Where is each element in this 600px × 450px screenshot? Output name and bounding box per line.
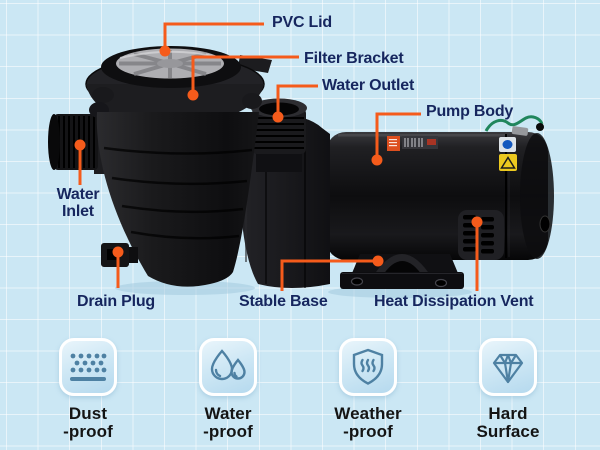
feature-label-line1: Weather xyxy=(334,404,402,423)
leader-water-outlet xyxy=(276,84,318,117)
feature-label-line2: -proof xyxy=(203,422,253,442)
diamond-icon xyxy=(492,353,524,384)
strainer-pot xyxy=(96,112,259,287)
feature-label-line1: Water xyxy=(204,404,252,423)
feature-water-proof: Water -proof xyxy=(178,338,278,441)
feature-dust-proof: Dust -proof xyxy=(38,338,138,441)
leader-dots xyxy=(74,45,483,267)
feature-badges-row: Dust -proof Water -proof xyxy=(0,338,600,448)
callout-water-inlet-line2: Inlet xyxy=(62,202,94,220)
water-outlet-port xyxy=(251,98,307,172)
feature-label-line2: Surface xyxy=(476,422,540,442)
pvc-lid-part xyxy=(101,46,241,88)
callout-water-outlet: Water Outlet xyxy=(322,77,415,94)
motor-body xyxy=(326,115,554,260)
feature-hard-surface: Hard Surface xyxy=(458,338,558,441)
shield-icon xyxy=(352,348,384,385)
feature-card xyxy=(199,338,257,396)
feature-card xyxy=(339,338,397,396)
feature-weather-proof: Weather -proof xyxy=(318,338,418,441)
leader-lines xyxy=(78,22,479,291)
feature-label: Weather -proof xyxy=(318,404,418,442)
callout-drain-plug: Drain Plug xyxy=(77,293,156,310)
feature-card xyxy=(59,338,117,396)
feature-label-line2: -proof xyxy=(63,422,113,442)
stable-base-bracket xyxy=(340,254,464,289)
feature-label: Dust -proof xyxy=(38,404,138,442)
callout-pump-body: Pump Body xyxy=(426,103,514,120)
leader-pvc-lid xyxy=(163,22,264,51)
leader-filter-bracket xyxy=(191,55,299,95)
callout-heat-dissipation-vent: Heat Dissipation Vent xyxy=(374,293,534,310)
motor-label-sticker xyxy=(387,136,438,151)
callout-pvc-lid: PVC Lid xyxy=(272,14,332,31)
callout-water-inlet-line1: Water xyxy=(56,186,100,203)
power-wire xyxy=(484,115,544,136)
warning-stickers xyxy=(499,137,517,171)
feature-label-line2: -proof xyxy=(343,422,393,442)
feature-label-line1: Hard xyxy=(488,404,528,423)
feature-label: Hard Surface xyxy=(458,404,558,442)
pump-illustration xyxy=(48,22,554,298)
feature-card xyxy=(479,338,537,396)
dust-dots-icon xyxy=(70,353,107,381)
callout-water-inlet: Water Inlet xyxy=(40,186,116,221)
leader-stable-base xyxy=(280,259,378,291)
heat-vents xyxy=(458,210,504,260)
leader-pump-body xyxy=(375,112,421,160)
water-drops-icon xyxy=(210,349,246,381)
feature-label-line1: Dust xyxy=(68,404,108,423)
callout-stable-base: Stable Base xyxy=(239,293,328,310)
callout-filter-bracket: Filter Bracket xyxy=(304,50,404,67)
feature-label: Water -proof xyxy=(178,404,278,442)
